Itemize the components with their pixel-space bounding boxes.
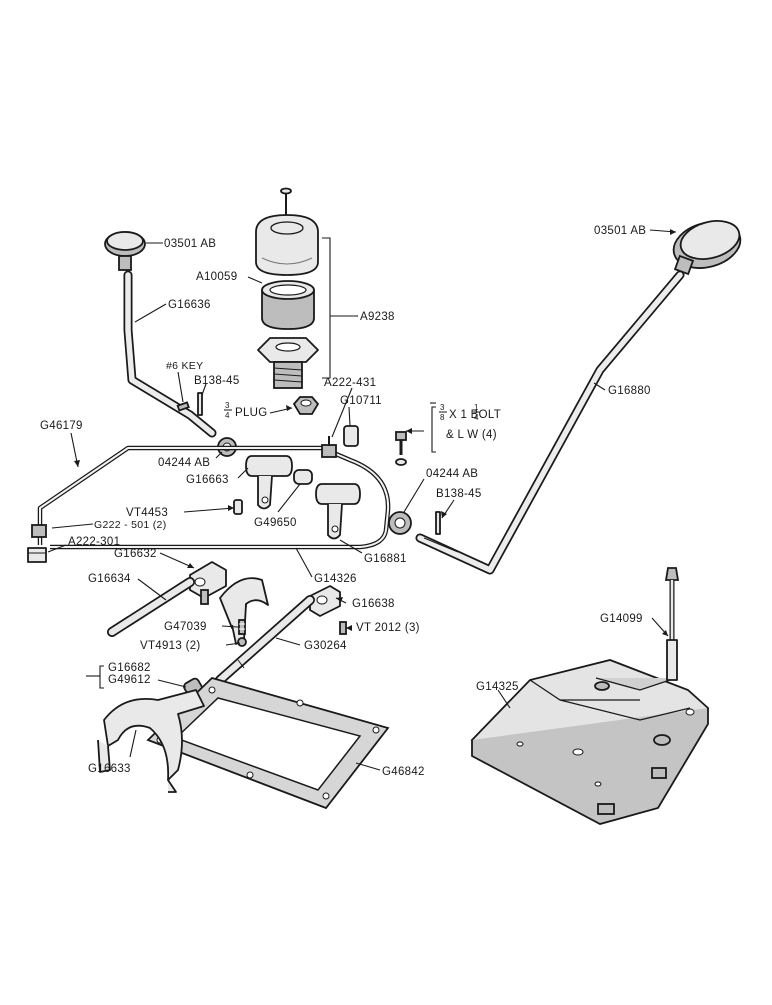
- bolt-part: [395, 431, 407, 466]
- label-bolt-frac2-num: 1: [474, 403, 479, 412]
- label-block-left: G16632: [114, 548, 157, 560]
- label-pin-vt: VT4453: [126, 507, 168, 519]
- label-spacer: G49650: [254, 517, 297, 529]
- spring-part: [238, 619, 246, 635]
- block-left-part: [189, 561, 227, 599]
- washer-right-part: [388, 511, 412, 535]
- label-bolt-frac2-den: 4: [474, 413, 479, 422]
- lever-left: [123, 270, 217, 438]
- label-block-right: G16881: [364, 553, 407, 565]
- housing-cover: [255, 214, 319, 276]
- shaft-right-part: [215, 595, 315, 685]
- label-knob-left: 03501 AB: [164, 238, 216, 250]
- housing-screw: [280, 187, 292, 215]
- lever-right: [415, 270, 685, 575]
- label-bushing-top: G10711: [340, 395, 382, 407]
- screw-left: [200, 589, 209, 605]
- label-knob-right: 03501 AB: [594, 225, 646, 237]
- fitting-top-part: [321, 436, 337, 458]
- label-pin-right: B138-45: [436, 488, 482, 500]
- pin-left-part: [197, 392, 203, 416]
- ball-part: [237, 637, 247, 647]
- fitting-left: [27, 524, 47, 563]
- label-plate: G14325: [476, 681, 519, 693]
- label-washer-right: 04244 AB: [426, 468, 478, 480]
- label-screw-vt: VT 2012 (3): [356, 622, 420, 634]
- label-housing: A9238: [360, 311, 395, 323]
- label-shaft-right: G30264: [304, 640, 347, 652]
- label-stop1: G16682: [108, 662, 151, 674]
- label-bolt-line1: X 1 BOLT: [449, 409, 501, 421]
- label-tube: G46179: [40, 420, 83, 432]
- shaft-left-part: [107, 577, 195, 637]
- label-cap: A10059: [196, 271, 237, 283]
- label-plug-frac-num: 3: [225, 401, 230, 410]
- label-shaft-left: G16634: [88, 573, 131, 585]
- label-plug: PLUG: [235, 407, 268, 419]
- label-layer: 03501 AB 03501 AB A10059 A9238 G16636 #6…: [40, 225, 651, 778]
- knob-right: [672, 220, 742, 276]
- label-gasket: G46842: [382, 766, 425, 778]
- label-ball: VT4913 (2): [140, 640, 201, 652]
- dipstick-part: [664, 567, 680, 681]
- label-line-mid: G14326: [314, 573, 357, 585]
- label-washer-left: 04244 AB: [158, 457, 210, 469]
- bushing-top-part: [343, 425, 359, 447]
- label-plug-frac-den: 4: [225, 411, 230, 420]
- spacer-part: [293, 469, 313, 485]
- lever-bracket-part: [245, 455, 293, 510]
- plug-part: [292, 396, 320, 415]
- housing-bracket: [322, 237, 356, 379]
- pin-vt-part: [233, 499, 243, 515]
- label-spring: G47039: [164, 621, 207, 633]
- label-lever-bracket: G16663: [186, 474, 229, 486]
- label-stop2: G49612: [108, 674, 151, 686]
- housing-cap: [261, 280, 315, 330]
- label-key: #6 KEY: [166, 360, 203, 372]
- label-collar: G16638: [352, 598, 395, 610]
- label-bolt-line2: & L W (4): [446, 429, 497, 441]
- label-dipstick: G14099: [600, 613, 643, 625]
- label-bolt-frac1-den: 8: [440, 413, 445, 422]
- label-pin-left: B138-45: [194, 375, 240, 387]
- label-fitting-top: A222-431: [324, 377, 376, 389]
- label-fitting-left2: A222-301: [68, 536, 120, 548]
- key-part: [176, 401, 190, 412]
- pin-right-part: [435, 511, 441, 535]
- fork-part: [97, 689, 205, 793]
- label-lever-right: G16880: [608, 385, 651, 397]
- knob-left: [104, 231, 146, 271]
- housing-base: [257, 337, 319, 389]
- label-fork: G16633: [88, 763, 131, 775]
- block-right-part: [315, 483, 361, 540]
- tube-line: [37, 445, 391, 550]
- plate-part: [470, 659, 710, 825]
- leader-lines: [47, 229, 677, 771]
- collar-part: [309, 585, 341, 617]
- screw-vt-part: [339, 621, 347, 635]
- label-bolt-frac1-num: 3: [440, 403, 445, 412]
- label-fitting-left1: G222 - 501 (2): [94, 519, 167, 531]
- label-lever-left: G16636: [168, 299, 211, 311]
